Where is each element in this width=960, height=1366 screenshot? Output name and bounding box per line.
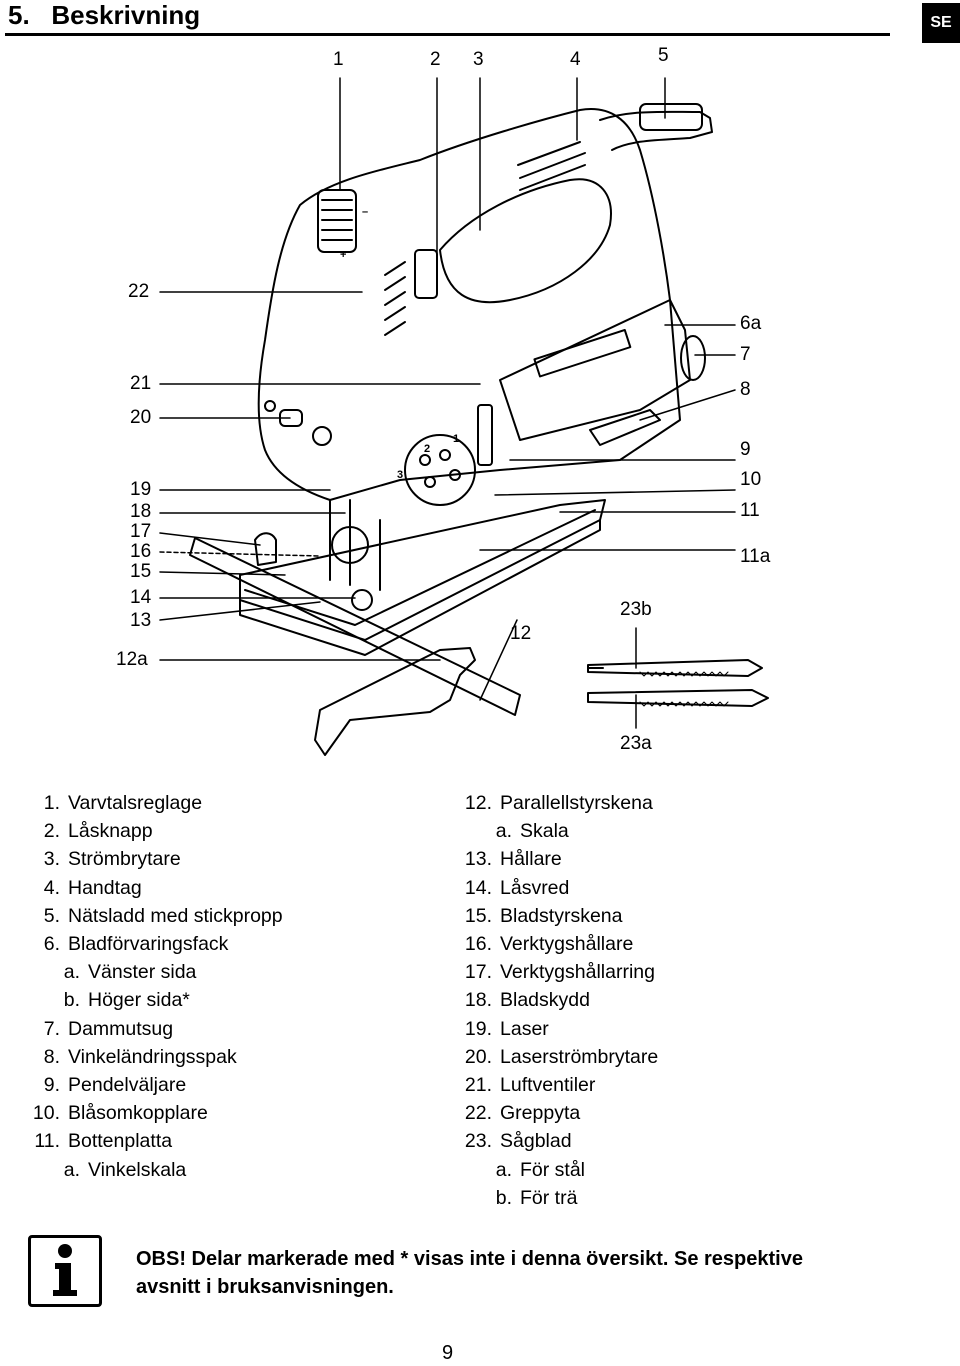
callout-2: 2 (430, 49, 441, 70)
speed-mark-minus: – (362, 206, 368, 218)
base-plate (239, 499, 606, 641)
list-item: 16.Verktygshållare (464, 933, 634, 956)
parts-list-right: 12.Parallellstyrskena a.Skala 13.Hållare… (456, 789, 658, 1212)
list-item: 10.Blåsomkopplare (32, 1102, 208, 1125)
list-subitem: b.Höger sida* (63, 989, 190, 1012)
language-badge: SE (922, 3, 960, 43)
callout-12a: 12a (116, 649, 148, 670)
switch-mark-1: 1 (453, 433, 459, 445)
jigsaw-diagram: 1 2 3 + – (159, 77, 769, 756)
callout-18: 18 (130, 501, 152, 522)
list-item: 4.Handtag (43, 876, 142, 899)
list-item: 22.Greppyta (464, 1102, 581, 1125)
callout-8: 8 (740, 379, 751, 400)
list-item: 20.Laserströmbrytare (464, 1045, 659, 1068)
list-item: 15.Bladstyrskena (464, 904, 623, 927)
callout-23b: 23b (620, 599, 652, 620)
list-item: 8.Vinkeländringsspak (43, 1045, 237, 1068)
callout-16: 16 (130, 541, 152, 562)
callout-21: 21 (130, 373, 152, 394)
switch-mark-3: 3 (397, 469, 403, 481)
blade-storage (499, 299, 691, 441)
section-title: 5. Beskrivning (8, 0, 201, 30)
list-item: 6.Bladförvaringsfack (43, 933, 229, 956)
callout-12: 12 (510, 623, 532, 644)
vent-slots (384, 141, 586, 336)
list-item: 3.Strömbrytare (43, 848, 181, 871)
info-icon (28, 1235, 102, 1307)
list-item: 7.Dammutsug (43, 1017, 174, 1040)
list-item: 9.Pendelväljare (43, 1074, 187, 1097)
parallel-guide (189, 537, 521, 716)
callout-1: 1 (333, 49, 344, 70)
list-item: 12.Parallellstyrskena (464, 792, 653, 814)
callout-17: 17 (130, 521, 152, 542)
callout-13: 13 (130, 610, 152, 631)
list-item: 2.Låsknapp (43, 820, 153, 843)
leader-lines (159, 77, 736, 729)
list-item: 14.Låsvred (464, 876, 570, 899)
callout-11a: 11a (740, 546, 771, 567)
list-item: 23.Sågblad (464, 1130, 572, 1153)
list-item: 18.Bladskydd (464, 989, 590, 1012)
list-item: 21.Luftventiler (464, 1074, 596, 1097)
handle-opening (439, 178, 612, 304)
callout-3: 3 (473, 49, 484, 70)
callout-9: 9 (740, 439, 751, 460)
power-cord (599, 110, 713, 151)
note-text: OBS! Delar markerade med * visas inte i … (136, 1245, 936, 1301)
callout-15: 15 (130, 561, 152, 582)
switch-mark-2: 2 (424, 443, 430, 455)
parts-list-left: 1.Varvtalsreglage 2.Låsknapp 3.Strömbryt… (24, 789, 283, 1184)
callout-5: 5 (658, 45, 669, 66)
callout-23a: 23a (620, 733, 652, 754)
list-item: 19.Laser (464, 1017, 549, 1040)
list-subitem: b.För trä (495, 1186, 578, 1209)
saw-body (257, 108, 681, 501)
callout-4: 4 (570, 49, 581, 70)
callout-6a: 6a (740, 313, 762, 334)
callout-19: 19 (130, 479, 152, 500)
note-line-2: avsnitt i bruksanvisningen. (136, 1276, 394, 1298)
list-item: 11.Bottenplatta (34, 1130, 173, 1153)
list-item: 1.Varvtalsreglage (43, 792, 203, 814)
list-item: 13.Hållare (464, 848, 562, 871)
note-line-1: OBS! Delar markerade med * visas inte i … (136, 1248, 803, 1270)
heading-rule (5, 33, 890, 36)
speed-mark-plus: + (340, 249, 346, 261)
list-subitem: a.Vinkelskala (63, 1158, 187, 1181)
list-subitem: a.Skala (495, 820, 569, 843)
saw-blades (587, 659, 769, 707)
callout-20: 20 (130, 407, 152, 428)
list-item: 17.Verktygshållarring (464, 961, 655, 984)
list-subitem: a.Vänster sida (63, 961, 197, 984)
list-item: 5.Nätsladd med stickpropp (43, 904, 283, 927)
callout-10: 10 (740, 469, 762, 490)
page-number: 9 (441, 1342, 454, 1364)
callout-22: 22 (128, 281, 150, 302)
callout-14: 14 (130, 587, 152, 608)
list-subitem: a.För stål (495, 1158, 586, 1181)
callout-7: 7 (740, 344, 751, 365)
callout-11: 11 (740, 500, 760, 521)
